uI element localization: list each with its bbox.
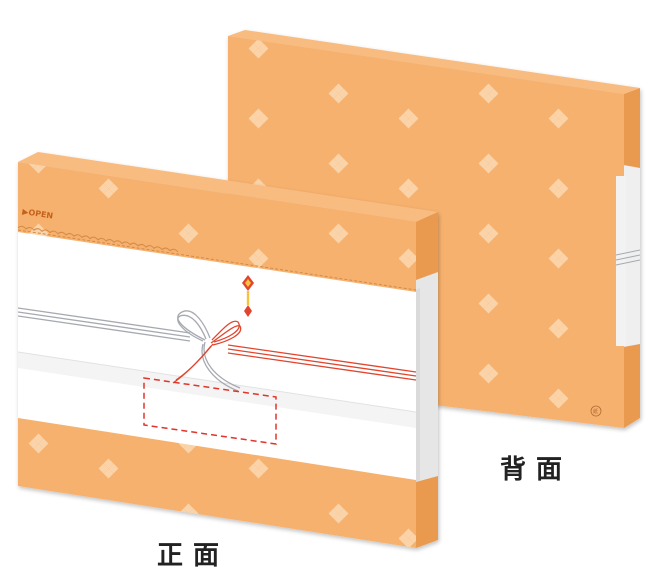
front-view-label: 正面: [157, 541, 230, 571]
tear-strip-perforation: [17, 225, 179, 253]
back-box-band-edge: [616, 176, 626, 346]
mizuhiki-red-cords: [227, 344, 417, 381]
noshi-icon: [242, 275, 254, 317]
front-box-side-band: [416, 272, 438, 482]
paper-recycle-icon: 紙: [590, 405, 602, 417]
tear-strip-line: [17, 229, 417, 291]
recycle-mark-text: 紙: [593, 408, 598, 415]
svg-text:▶OPEN: ▶OPEN: [22, 207, 54, 220]
name-entry-box: [143, 377, 277, 445]
back-view-label: 背面: [500, 455, 573, 485]
mizuhiki-bow: [172, 310, 242, 392]
noshi-band: [18, 232, 416, 480]
back-box-top: [228, 30, 640, 94]
mizuhiki-silver-cords: [17, 307, 191, 342]
front-box-top: [18, 152, 438, 222]
front-box: ▶OPEN: [17, 152, 438, 548]
open-arrow-icon: ▶: [22, 207, 30, 217]
open-label: OPEN: [28, 208, 54, 221]
